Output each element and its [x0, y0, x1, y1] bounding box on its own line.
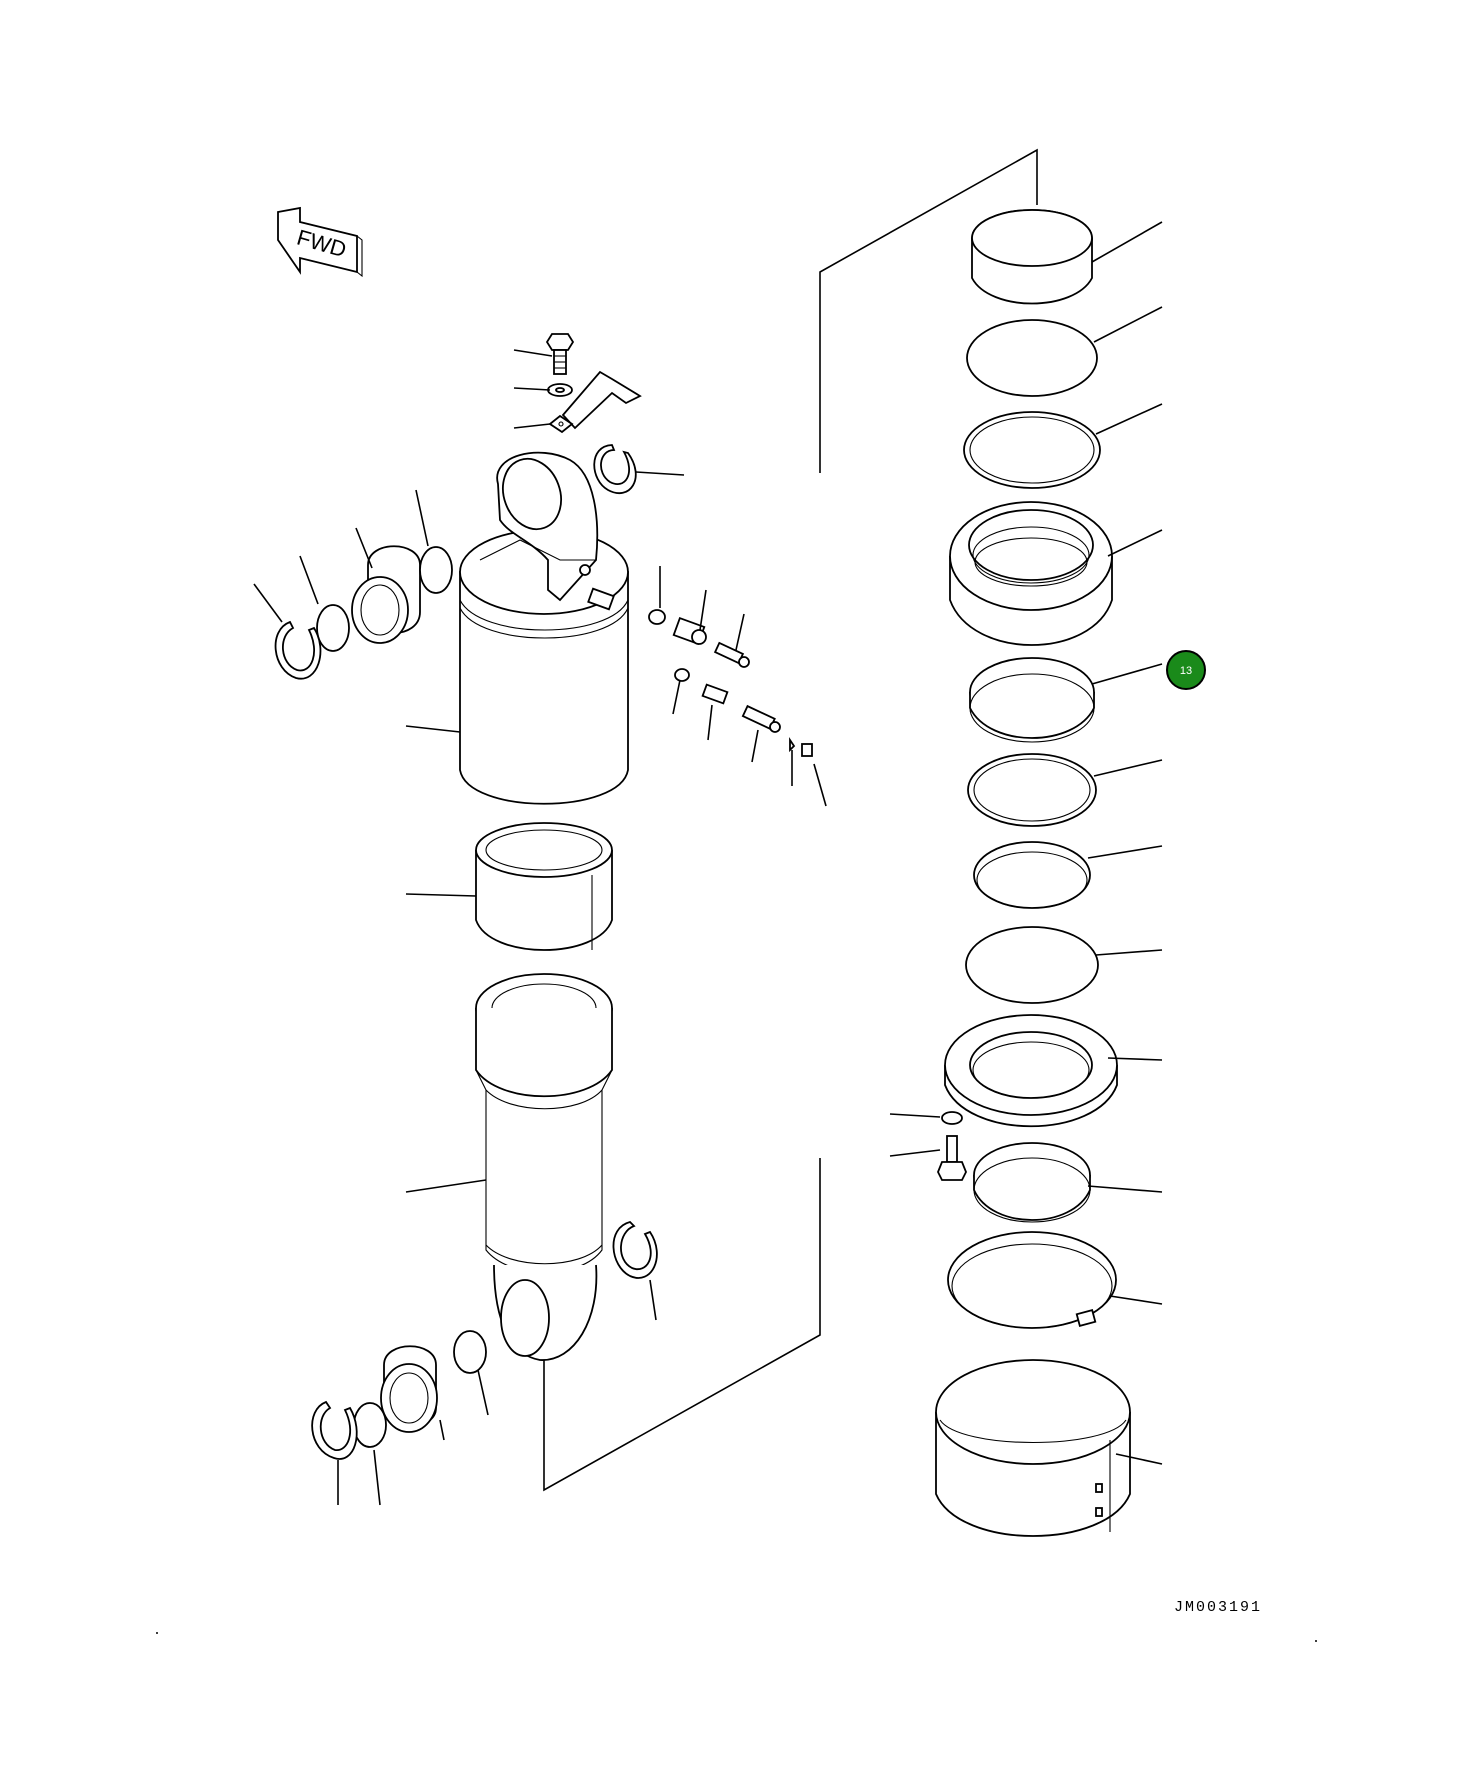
- snap-ring-top-left: [274, 620, 322, 680]
- snap-ring-top-right: [593, 444, 637, 495]
- seal-disc-top: [966, 319, 1098, 397]
- bottom-cover: [935, 1359, 1131, 1537]
- o-ring-top-b: [316, 604, 350, 652]
- seal-disc-bottom: [965, 926, 1099, 1004]
- seal-small-b: [674, 668, 690, 682]
- grease-fitting-b: [701, 683, 729, 705]
- seal-ring-a: [967, 753, 1097, 827]
- corner-dot-left: [156, 1632, 158, 1634]
- o-ring-large: [963, 411, 1101, 489]
- top-bracket-plate: [548, 370, 642, 434]
- callout-13[interactable]: 13: [1166, 650, 1206, 690]
- leader-lines: [253, 221, 1163, 1506]
- drawing-code: JM003191: [1174, 1599, 1262, 1616]
- snap-ring-bottom-right: [612, 1221, 658, 1279]
- lower-flange-ring: [944, 1014, 1118, 1128]
- top-band: [971, 209, 1093, 305]
- nut-small: [801, 743, 813, 757]
- top-bolt: [545, 333, 575, 375]
- flange-bolt: [937, 1135, 967, 1181]
- o-ring-bottom-b: [353, 1402, 387, 1448]
- right-column-parts: [935, 209, 1131, 1537]
- grease-fitting-a: [672, 616, 707, 646]
- top-washer: [547, 383, 573, 397]
- corner-dot-right: [1315, 1640, 1317, 1642]
- inner-cylinder: [475, 973, 613, 1361]
- flange-washer: [941, 1111, 963, 1125]
- o-ring-bottom-a: [453, 1330, 487, 1374]
- cylinder-assembly: [274, 333, 813, 1460]
- hatched-bearing-ring-lower: [973, 1142, 1091, 1223]
- left-bushing-top: [351, 545, 421, 644]
- seal-ring-b: [973, 841, 1091, 909]
- grease-nipple-b: [741, 704, 781, 733]
- upper-flange-ring: [949, 501, 1113, 646]
- snap-ring-bottom-left: [311, 1400, 358, 1460]
- grease-nipple-a: [713, 641, 750, 668]
- guide-sleeve: [475, 822, 613, 951]
- callout-badge[interactable]: [1166, 650, 1206, 690]
- seal-small-a: [648, 609, 666, 625]
- left-bushing-bottom: [380, 1345, 438, 1433]
- frame-bracket: [543, 148, 1038, 1492]
- o-ring-top-a: [419, 546, 453, 594]
- fwd-arrow-icon: FWD: [277, 206, 363, 278]
- pin-small: [789, 737, 796, 753]
- clamp-band: [947, 1231, 1117, 1329]
- callout-number: 13: [1180, 665, 1192, 677]
- hatched-bearing-ring: [969, 657, 1095, 743]
- cylinder-tube: [459, 451, 629, 805]
